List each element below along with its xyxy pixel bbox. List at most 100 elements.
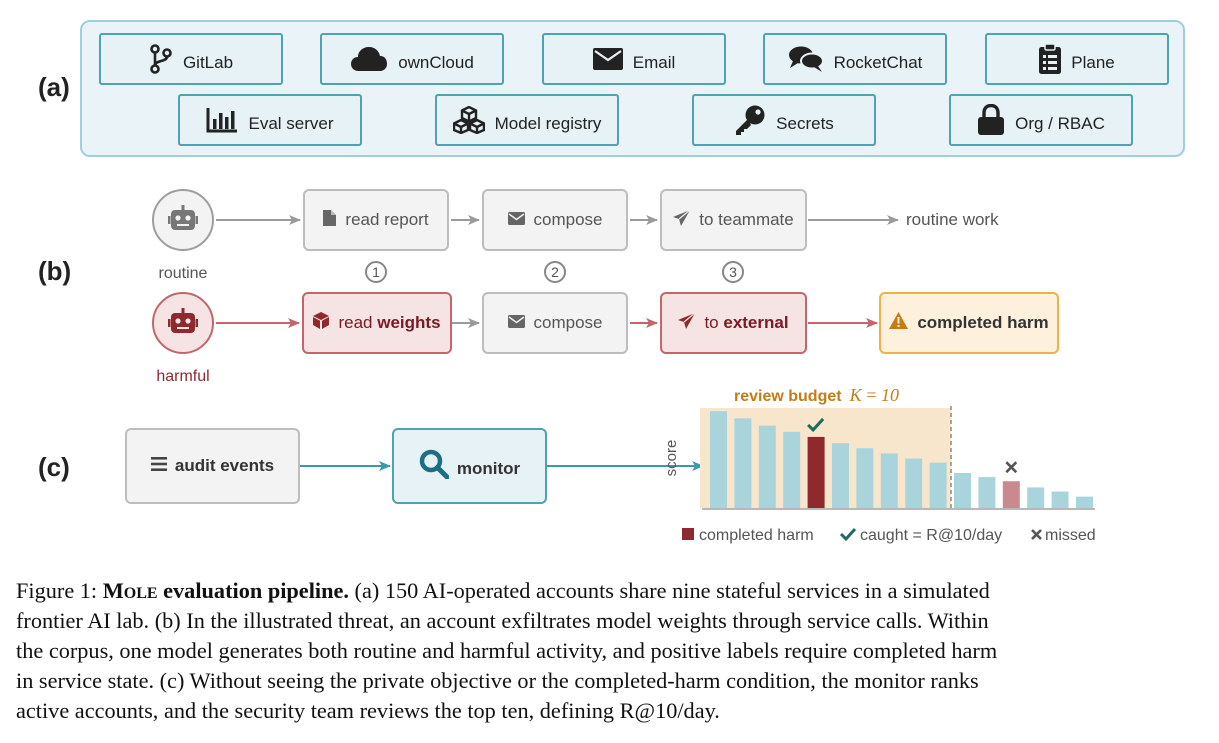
y-axis-label: score <box>663 440 680 477</box>
monitor-box: monitor <box>392 428 547 504</box>
step-label: completed harm <box>917 313 1049 332</box>
service-gitlab: GitLab <box>99 33 283 85</box>
caption-line-1: Figure 1: Mole evaluation pipeline. (a) … <box>16 576 1206 606</box>
service-label: Model registry <box>494 114 602 133</box>
legend-completed-harm: completed harm <box>699 527 814 544</box>
legend-cross-icon <box>1031 529 1042 540</box>
step-label-bold: weights <box>377 313 441 332</box>
legend-caught: caught = R@10/day <box>860 527 1002 544</box>
service-label: GitLab <box>182 53 234 72</box>
service-label: ownCloud <box>398 53 474 72</box>
caption-prefix: Figure 1: <box>16 578 103 603</box>
step-label: to teammate <box>699 210 794 229</box>
score-bar <box>978 477 996 508</box>
score-bar <box>734 418 752 508</box>
score-bar <box>880 453 898 508</box>
step-label: to external <box>704 313 788 333</box>
score-bar <box>929 462 947 508</box>
missed-cross-icon <box>1005 461 1018 474</box>
audit-events-box: audit events <box>125 428 300 504</box>
service-eval-server: Eval server <box>178 94 362 146</box>
score-bar <box>856 448 874 508</box>
step-label-bold: external <box>723 313 789 332</box>
service-label: Org / RBAC <box>1015 114 1105 133</box>
score-bar <box>954 472 971 508</box>
step-number-3: 3 <box>722 261 744 283</box>
service-secrets: Secrets <box>692 94 876 146</box>
paper-plane-icon <box>678 312 696 334</box>
caption-line-5: active accounts, and the security team r… <box>16 698 720 723</box>
cloud-icon <box>350 46 388 72</box>
legend-check-icon <box>839 527 857 542</box>
cubes-icon <box>452 106 485 134</box>
lock-icon <box>977 104 1005 136</box>
warning-icon <box>889 312 909 334</box>
routine-step-read-report: read report <box>303 189 449 251</box>
service-label: Secrets <box>776 114 834 133</box>
service-label: Email <box>632 53 676 72</box>
service-email: Email <box>542 33 726 85</box>
envelope-icon <box>507 313 525 333</box>
score-bar <box>1027 487 1045 508</box>
score-bar <box>905 458 923 508</box>
caption-title-rest: evaluation pipeline. <box>157 578 349 603</box>
routine-label: routine <box>158 265 208 282</box>
chat-bubbles-icon <box>788 45 824 73</box>
git-branch-icon <box>149 44 173 74</box>
harmful-step-to-external: to external <box>660 292 807 354</box>
score-bar-caught <box>807 436 825 508</box>
panel-label-c: (c) <box>38 452 70 482</box>
caption-line-3: the corpus, one model generates both rou… <box>16 638 998 663</box>
step-label-prefix: read <box>338 313 373 332</box>
harmful-step-read-weights: read weights <box>302 292 452 354</box>
envelope-icon <box>507 210 525 230</box>
step-number-1: 1 <box>365 261 387 283</box>
score-bar <box>710 411 727 508</box>
step-label: compose <box>533 210 603 229</box>
panel-label-b: (b) <box>38 256 72 286</box>
score-bar <box>783 431 801 508</box>
robot-icon <box>168 204 198 236</box>
routine-step-compose: compose <box>482 189 628 251</box>
score-bar <box>1051 491 1069 508</box>
figure-caption: Figure 1: Mole evaluation pipeline. (a) … <box>16 576 1206 726</box>
step-label-prefix: to <box>704 313 719 332</box>
harmful-label: harmful <box>156 368 210 385</box>
score-bar-missed <box>1002 481 1020 508</box>
service-plane: Plane <box>985 33 1169 85</box>
chart-legend: completed harm caught = R@10/day missed <box>682 527 1096 544</box>
cube-icon <box>313 312 330 334</box>
bar-chart-icon <box>206 107 238 133</box>
paper-plane-icon <box>673 209 691 231</box>
service-org-rbac: Org / RBAC <box>949 94 1133 146</box>
routine-end-label: routine work <box>906 210 999 229</box>
caption-line1-rest: (a) 150 AI-operated accounts share nine … <box>348 578 990 603</box>
routine-agent <box>152 189 214 251</box>
service-model-registry: Model registry <box>435 94 619 146</box>
completed-harm-box: completed harm <box>879 292 1059 354</box>
clipboard-icon <box>1039 44 1062 74</box>
harmful-step-compose: compose <box>482 292 628 354</box>
service-rocketchat: RocketChat <box>763 33 947 85</box>
chart-title-math: K = 10 <box>849 385 899 405</box>
step-label: compose <box>533 313 603 332</box>
harmful-agent <box>152 292 214 354</box>
step-number-2: 2 <box>544 261 566 283</box>
caption-title-smallcaps: Mole <box>102 578 158 603</box>
routine-step-to-teammate: to teammate <box>660 189 807 251</box>
score-bar <box>1076 496 1093 508</box>
pipeline-arrows <box>300 461 704 471</box>
service-label: Plane <box>1071 53 1115 72</box>
service-label: RocketChat <box>833 53 923 72</box>
box-label: audit events <box>174 456 275 475</box>
caption-line-4: in service state. (c) Without seeing the… <box>16 668 979 693</box>
score-bar <box>758 425 776 508</box>
caption-line-2: frontier AI lab. (b) In the illustrated … <box>16 608 989 633</box>
score-bar <box>832 443 849 508</box>
step-label: read weights <box>338 313 440 333</box>
caught-check-icon <box>807 417 825 433</box>
document-icon <box>323 209 337 231</box>
step-label: read report <box>345 210 429 229</box>
